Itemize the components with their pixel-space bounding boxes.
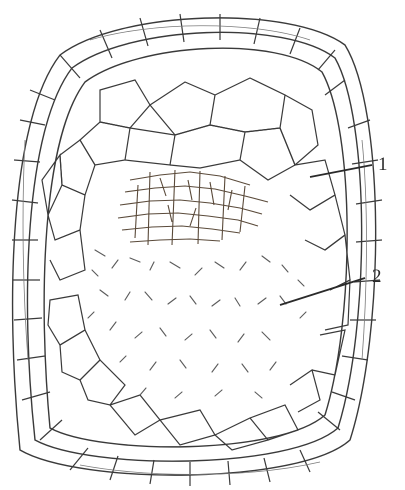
label-2: 2 xyxy=(372,266,382,287)
label-1: 1 xyxy=(378,154,388,175)
